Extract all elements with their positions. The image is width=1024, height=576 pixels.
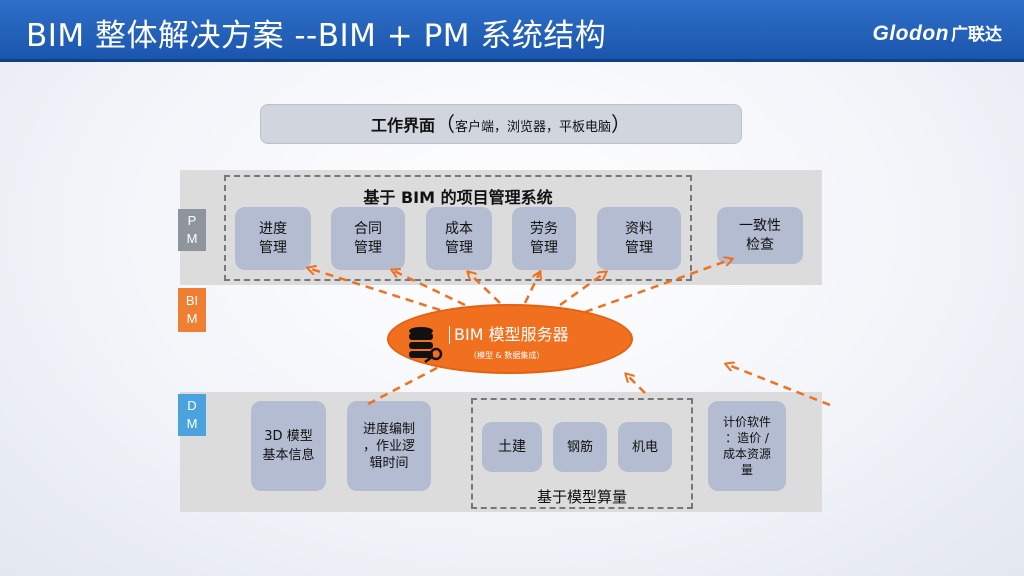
pm-tag-line-1: P: [187, 213, 197, 228]
item-rebar: 钢筋: [553, 422, 607, 472]
dm-layer-tag: D M: [178, 394, 206, 436]
arrow-from-pricing: [726, 364, 831, 407]
item-label: 机电: [631, 439, 658, 455]
page-title: BIM 整体解决方案 --BIM + PM 系统结构: [26, 18, 607, 54]
dm-3d-model-info: 3D 模型 基本信息: [251, 401, 326, 491]
pricing-software-label: 计价软件 ：造价 / 成本资源 量: [722, 415, 771, 477]
item-civil: 土建: [482, 422, 542, 472]
dm-schedule-logic: 进度编制 ，作业逻 辑时间: [347, 401, 431, 491]
module-labor-management: 劳务 管理: [512, 207, 576, 270]
dm-box-label: 进度编制 ，作业逻 辑时间: [362, 421, 415, 471]
pm-system-label: 基于 BIM 的项目管理系统: [363, 188, 553, 207]
pm-tag-line-2: M: [186, 231, 198, 246]
bim-model-server: BIM 模型服务器 （模型 & 数据集成）: [387, 304, 633, 374]
arrow-to-labor: [523, 272, 540, 304]
module-label: 合同 管理: [354, 220, 382, 256]
paren-open: （: [435, 112, 455, 136]
work-interface-label: 工作界面: [370, 116, 435, 135]
quantity-takeoff-label: 基于模型算量: [536, 488, 627, 506]
module-consistency-check: 一致性 检查: [717, 207, 803, 264]
arrow-from-schedule-logic: [367, 358, 456, 406]
server-sub-label: （模型 & 数据集成）: [469, 351, 545, 360]
module-document-management: 资料 管理: [597, 207, 681, 270]
arrow-from-quantity: [626, 374, 646, 394]
server-label: BIM 模型服务器: [449, 326, 569, 344]
arrow-to-consistency: [584, 259, 732, 314]
dm-tag-line-1: D: [187, 398, 197, 413]
pm-system-group: 基于 BIM 的项目管理系统: [224, 175, 692, 281]
bim-tag-line-1: BI: [185, 293, 199, 308]
logo-text-cn: 广联达: [951, 25, 1002, 44]
pricing-software-box: 计价软件 ：造价 / 成本资源 量: [708, 401, 786, 491]
bim-layer-tag: BI M: [178, 288, 206, 332]
module-cost-management: 成本 管理: [426, 207, 492, 270]
item-label: 土建: [498, 438, 526, 455]
dm-box-label: 3D 模型 基本信息: [262, 429, 315, 463]
dm-tag-line-2: M: [186, 416, 198, 431]
bim-tag-line-2: M: [186, 311, 198, 326]
database-key-icon: [409, 327, 443, 364]
arrow-to-cost: [468, 272, 501, 304]
module-label: 进度 管理: [259, 220, 287, 256]
work-interface-bar: 工作界面（客户端，浏览器，平板电脑）: [260, 104, 742, 144]
arrow-to-document: [559, 272, 606, 307]
module-label: 资料 管理: [625, 220, 653, 256]
arrow-to-schedule: [308, 268, 441, 312]
module-contract-management: 合同 管理: [331, 207, 405, 270]
arrow-to-contract: [392, 270, 466, 307]
quantity-takeoff-group: 基于模型算量: [471, 398, 693, 509]
item-label: 钢筋: [566, 439, 593, 455]
logo-text-en: Glodon: [872, 22, 949, 45]
module-label: 劳务 管理: [530, 220, 558, 256]
paren-close: ）: [611, 112, 632, 136]
module-label: 成本 管理: [445, 220, 473, 256]
work-interface-clients: 客户端，浏览器，平板电脑: [455, 120, 612, 135]
pm-layer-tag: P M: [178, 209, 206, 251]
module-label: 一致性 检查: [739, 217, 781, 253]
item-mep: 机电: [618, 422, 672, 472]
module-schedule-management: 进度 管理: [235, 207, 311, 270]
